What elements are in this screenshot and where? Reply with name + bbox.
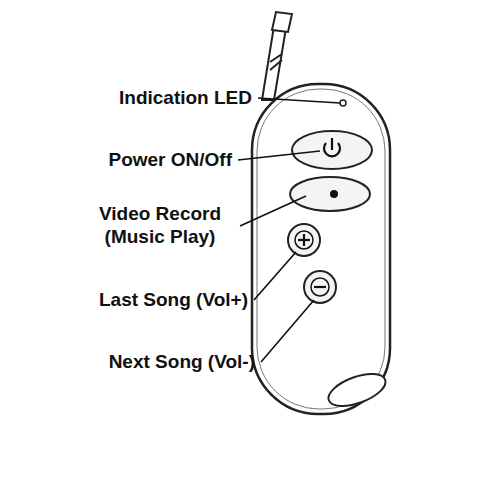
minus-button	[304, 271, 336, 303]
remote-body	[252, 84, 390, 414]
record-button	[290, 177, 370, 211]
minus-icon-ring	[311, 278, 329, 296]
leader-line	[240, 196, 306, 226]
plus-icon-ring	[295, 231, 313, 249]
power-button	[292, 131, 372, 169]
antenna-shaft	[262, 26, 286, 100]
antenna	[262, 12, 292, 100]
indication-led	[340, 100, 346, 106]
antenna-tip	[272, 12, 292, 32]
plus-button	[288, 224, 320, 256]
led-label: Indication LED	[119, 86, 252, 109]
power-label: Power ON/Off	[108, 148, 232, 171]
antenna-mark	[270, 54, 282, 62]
lanyard-slot	[324, 368, 389, 413]
remote-body-edge	[257, 89, 385, 409]
record-label: Video Record (Music Play)	[86, 202, 234, 248]
leader-line	[254, 252, 296, 300]
power-icon	[331, 138, 333, 150]
plus-icon	[303, 234, 305, 246]
record-dot	[330, 190, 338, 198]
vol-down-label: Next Song (Vol-)	[109, 350, 255, 373]
leader-line	[238, 151, 320, 160]
vol-up-label: Last Song (Vol+)	[99, 288, 248, 311]
leader-line	[261, 300, 314, 362]
minus-icon	[314, 286, 326, 288]
leader-line	[258, 98, 340, 103]
